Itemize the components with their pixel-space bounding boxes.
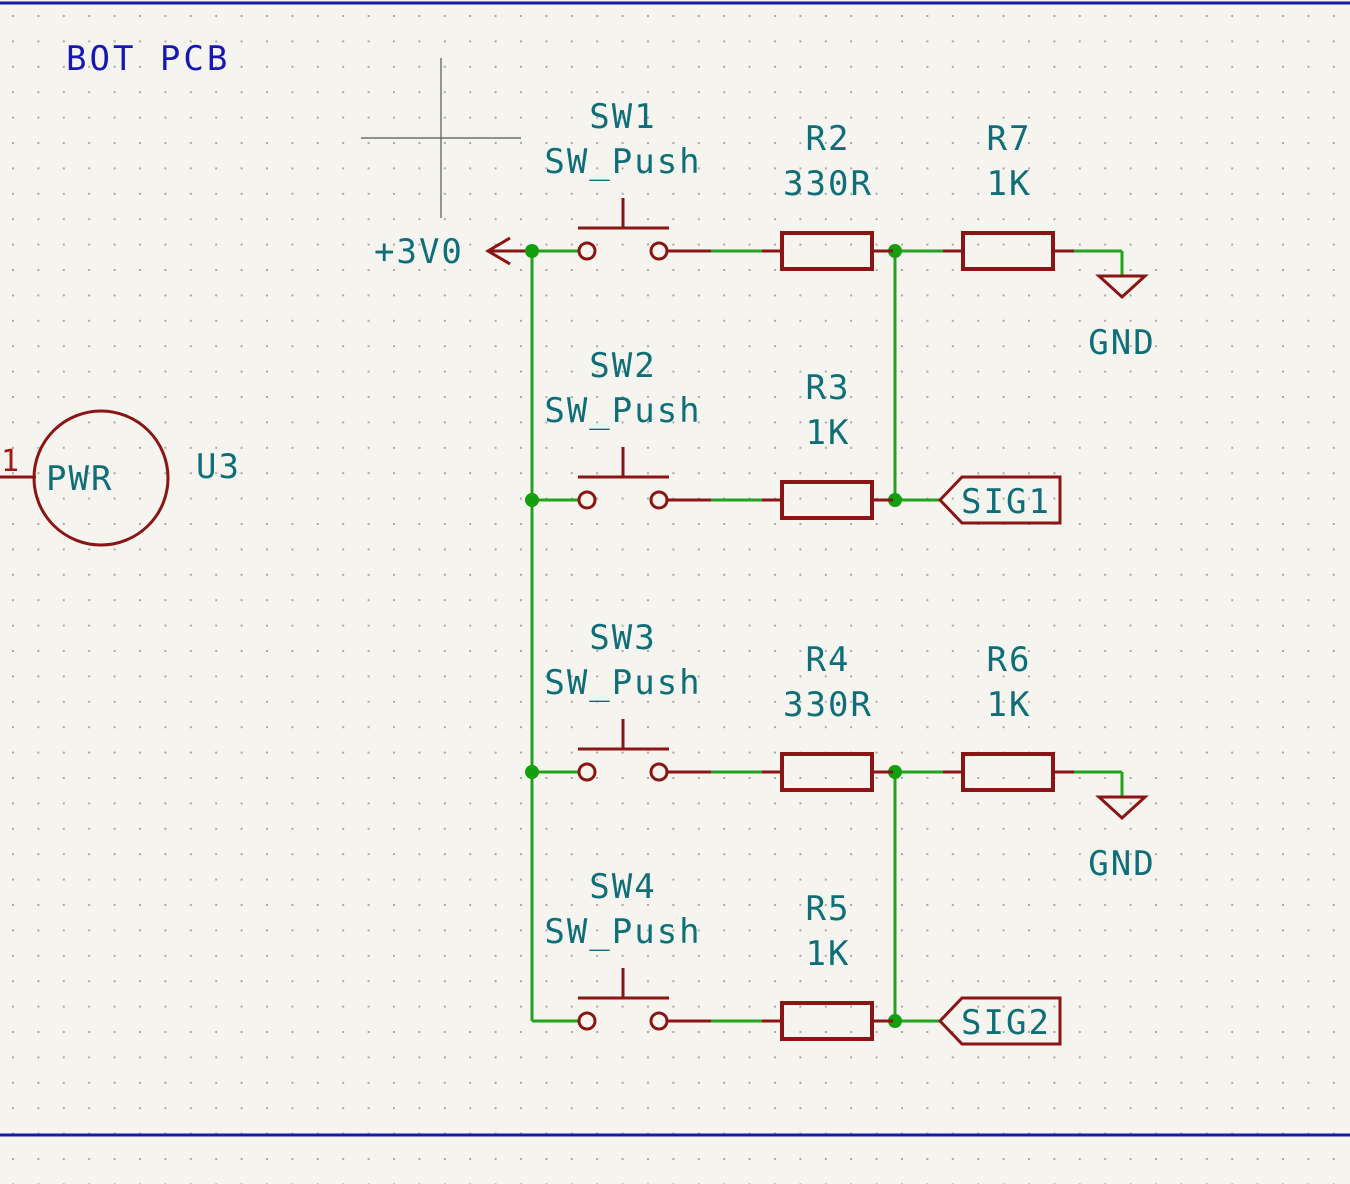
switch-ref: SW4 (589, 867, 656, 907)
pwr-circle (32, 409, 170, 547)
crosshair-cursor-icon (361, 58, 521, 218)
resistor-ref: R5 (806, 889, 851, 929)
ground-label: GND (1088, 844, 1155, 884)
switch-value: SW_Push (544, 142, 701, 182)
resistor-ref: R2 (806, 119, 851, 159)
net-label-sig2[interactable]: SIG2 (937, 996, 1062, 1046)
switch-sw3[interactable]: SW3 SW_Push (544, 618, 711, 782)
junction-dot (525, 244, 539, 258)
resistor-ref: R7 (987, 119, 1032, 159)
power-arrow-icon (485, 236, 511, 266)
resistor-r7[interactable]: R7 1K (943, 119, 1074, 271)
resistor-value: 1K (987, 685, 1032, 725)
switch-contact (577, 490, 597, 510)
switch-sw1[interactable]: SW1 SW_Push (544, 97, 711, 261)
net-label-text: SIG2 (961, 1003, 1051, 1043)
power-port-3v0[interactable]: +3V0 (374, 232, 532, 272)
resistor-r5[interactable]: R5 1K (762, 889, 893, 1041)
switch-ref: SW1 (589, 97, 656, 137)
net-label-text: SIG1 (961, 482, 1051, 522)
switch-contact (577, 762, 597, 782)
ground-icon (1095, 795, 1149, 821)
junction-dot (888, 493, 902, 507)
resistor-value: 1K (987, 164, 1032, 204)
junction-dot (525, 765, 539, 779)
junction-dot (888, 765, 902, 779)
resistor-value: 330R (783, 685, 873, 725)
net-label-flag (937, 475, 1062, 525)
resistor-ref: R4 (806, 640, 851, 680)
switch-value: SW_Push (544, 912, 701, 952)
resistor-value: 1K (806, 413, 851, 453)
resistor-r4[interactable]: R4 330R (762, 640, 893, 792)
ground-symbol-top[interactable]: GND (1088, 274, 1155, 363)
junction-dot (525, 493, 539, 507)
pwr-pin-number: 1 (1, 444, 19, 479)
resistor-value: 330R (783, 164, 873, 204)
wires[interactable] (530, 249, 1124, 1023)
switch-ref: SW2 (589, 346, 656, 386)
pwr-label: PWR (46, 459, 113, 499)
switch-contact (577, 241, 597, 261)
switch-ref: SW3 (589, 618, 656, 658)
resistor-ref: R6 (987, 640, 1032, 680)
junctions (525, 244, 902, 1028)
junction-dot (888, 244, 902, 258)
pwr-symbol-u3[interactable]: 1 PWR U3 (0, 409, 241, 547)
resistor-r6[interactable]: R6 1K (943, 640, 1074, 792)
power-label: +3V0 (374, 232, 464, 272)
ground-symbol-bottom[interactable]: GND (1088, 795, 1155, 884)
resistor-r2[interactable]: R2 330R (762, 119, 893, 271)
sheet-title: BOT PCB (66, 39, 230, 79)
switch-contact (577, 1011, 597, 1031)
resistor-r3[interactable]: R3 1K (762, 368, 893, 520)
net-label-sig1[interactable]: SIG1 (937, 475, 1062, 525)
resistor-ref: R3 (806, 368, 851, 408)
ground-label: GND (1088, 323, 1155, 363)
resistor-value: 1K (806, 934, 851, 974)
pwr-ref: U3 (196, 447, 241, 487)
switch-value: SW_Push (544, 663, 701, 703)
junction-dot (888, 1014, 902, 1028)
switch-value: SW_Push (544, 391, 701, 431)
net-label-flag (937, 996, 1062, 1046)
switch-sw2[interactable]: SW2 SW_Push (544, 346, 711, 510)
ground-icon (1095, 274, 1149, 300)
switch-sw4[interactable]: SW4 SW_Push (544, 867, 711, 1031)
